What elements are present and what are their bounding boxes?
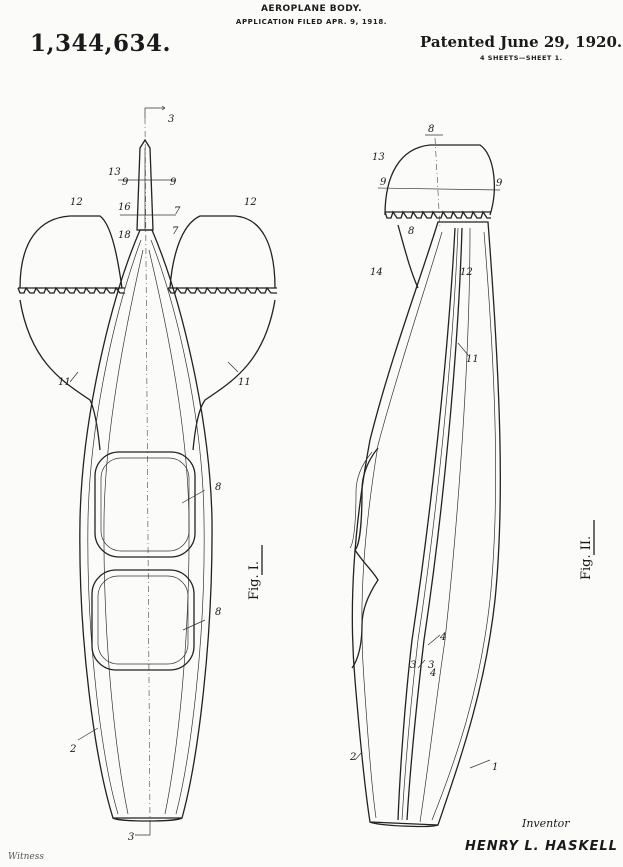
ref-12: 12	[244, 197, 257, 208]
figure-2-side-view: 13 8 9 9 8 14 12 11 4 3 4 3 2 1 Fig. II.	[349, 124, 595, 828]
longeron-3	[397, 227, 456, 821]
left-hinge-teeth	[17, 286, 125, 294]
witness-mark: Witness	[8, 852, 44, 862]
fig1-centerline	[144, 117, 151, 823]
ref-8: 8	[215, 482, 221, 493]
ref-7: 7	[172, 226, 179, 237]
ref-4: 4	[429, 668, 436, 679]
nose-post	[136, 138, 154, 231]
fuselage-side-outline	[351, 221, 501, 826]
ref-7: 7	[174, 206, 181, 217]
ref-13: 13	[372, 152, 385, 163]
inventor-label: Inventor	[522, 817, 570, 830]
figure-1-top-view: 13 9 9 16 7 18 7 12 12 11 11 8 8 2 3 3 F…	[17, 105, 277, 843]
vertical-fin-13	[384, 144, 495, 216]
application-filed-date: APPLICATION FILED APR. 9, 1918.	[235, 18, 388, 26]
left-fillet-11	[19, 299, 101, 451]
ref-3: 3	[410, 660, 416, 671]
cockpit-opening-front	[94, 451, 196, 558]
cockpit-cutouts-side	[351, 447, 379, 669]
ref-13: 13	[108, 167, 121, 178]
left-wing-12	[19, 215, 123, 289]
ref-14: 14	[370, 267, 383, 278]
cockpit-opening-rear	[91, 569, 195, 671]
ref-9: 9	[496, 178, 503, 189]
inventor-name: HENRY L. HASKELL	[465, 839, 618, 854]
fin-hinge-teeth	[384, 210, 491, 219]
fuselage-outline	[79, 229, 213, 819]
section-line-top	[144, 105, 166, 118]
ref-4: 4	[439, 632, 446, 643]
right-fillet-11	[192, 299, 276, 451]
ref-18: 18	[118, 230, 131, 241]
ref-3: 3	[128, 832, 134, 843]
ref-8: 8	[215, 607, 221, 618]
ref-12: 12	[460, 267, 473, 278]
drawing-title: AEROPLANE BODY.	[260, 4, 363, 14]
ref-12: 12	[70, 197, 83, 208]
patented-date: Patented June 29, 1920.	[420, 33, 623, 51]
right-hinge-teeth	[167, 286, 277, 294]
ref-8: 8	[428, 124, 434, 135]
ref-1: 1	[492, 762, 498, 773]
ref-16: 16	[118, 202, 131, 213]
sheet-count: 4 SHEETS—SHEET 1.	[480, 54, 563, 62]
ref-11: 11	[238, 377, 251, 388]
figure-2-label: Fig. II.	[579, 536, 594, 580]
section-line-bottom	[135, 822, 151, 836]
fin-fillet-14	[397, 224, 419, 289]
ref-3: 3	[168, 114, 174, 125]
patent-number: 1,344,634.	[30, 30, 172, 57]
longeron-4	[406, 227, 463, 821]
ref-3: 3	[428, 660, 434, 671]
right-wing-12	[169, 215, 276, 289]
ref-9: 9	[380, 177, 387, 188]
ref-2: 2	[349, 752, 356, 763]
ref-2: 2	[69, 744, 76, 755]
ref-9: 9	[122, 177, 129, 188]
ref-9: 9	[170, 177, 177, 188]
ref-11: 11	[58, 377, 71, 388]
ref-8: 8	[408, 226, 414, 237]
ref-11: 11	[466, 354, 479, 365]
figure-1-label: Fig. I.	[247, 561, 262, 600]
